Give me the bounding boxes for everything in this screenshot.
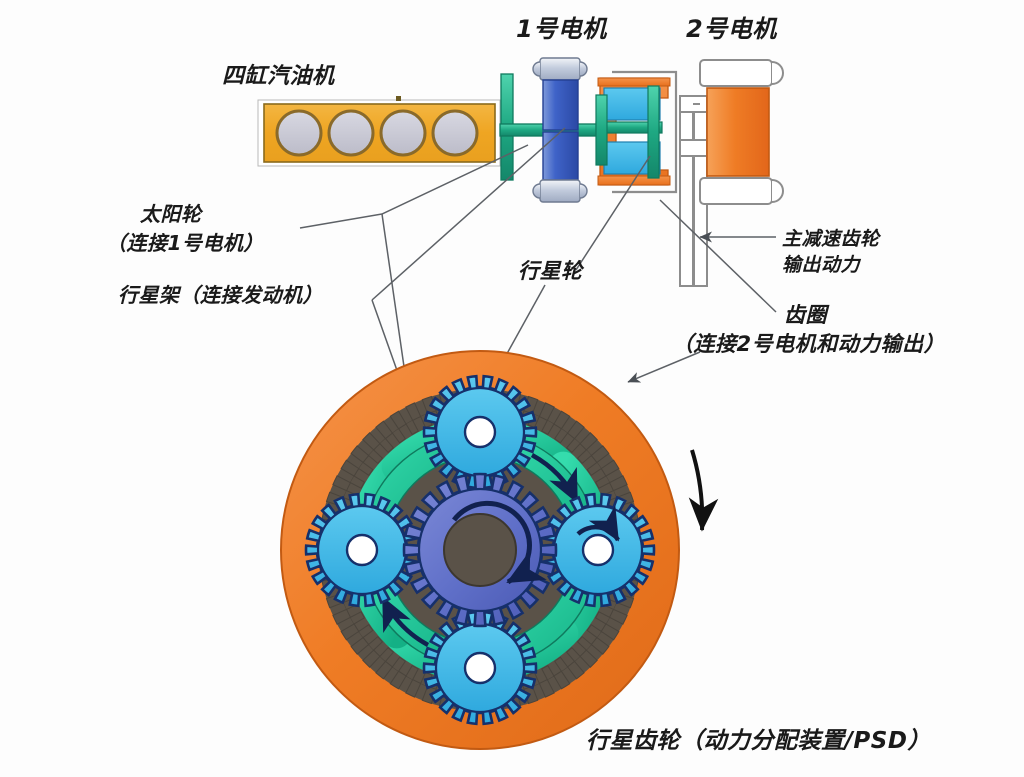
carrier-rotation-arrows <box>380 453 580 647</box>
leader-ring-to-schematic <box>659 199 777 313</box>
label-planet-gear: 行星轮 <box>518 259 583 283</box>
label-sun-gear-note: （连接1号电机） <box>106 231 264 255</box>
motor-1-lower-cap <box>532 179 588 203</box>
label-final-drive-1: 主减速齿轮 <box>782 228 880 250</box>
planet-gear-bottom <box>422 610 538 726</box>
label-sun-gear: 太阳轮 <box>140 202 202 226</box>
label-motor-2: 2号电机 <box>686 15 777 43</box>
label-final-drive-2: 输出动力 <box>782 254 861 276</box>
motor-1-group <box>532 57 588 203</box>
planet-gears <box>304 374 656 726</box>
engine-pistons <box>275 109 479 157</box>
motor-1-upper-cap <box>532 57 588 81</box>
planet-gear-top <box>422 374 538 490</box>
motor-2-upper-cap <box>699 59 784 87</box>
motor-2-group <box>699 59 784 205</box>
psd-cross-section <box>595 70 678 194</box>
sun-gear <box>402 472 558 628</box>
label-ring-gear: 齿圈 <box>784 303 827 327</box>
planetary-gear-assembly <box>280 350 719 750</box>
label-ring-gear-note: （连接2号电机和动力输出） <box>672 332 946 356</box>
label-engine: 四缸汽油机 <box>222 64 335 89</box>
planet-gear-left <box>304 492 420 608</box>
engine-block-group <box>257 96 501 167</box>
leader-planet-to-schematic <box>575 155 651 271</box>
leader-carrier-to-schematic <box>371 127 566 301</box>
planet-gear-right <box>540 492 656 608</box>
motor-2-lower-cap <box>699 177 784 205</box>
label-motor-1: 1号电机 <box>516 15 607 43</box>
diagram-caption: 行星齿轮（动力分配装置/PSD） <box>586 728 931 754</box>
label-planet-carrier: 行星架（连接发动机） <box>118 283 323 307</box>
ring-rotation-arrow <box>688 449 719 532</box>
leader-ring-to-gear <box>627 351 701 383</box>
